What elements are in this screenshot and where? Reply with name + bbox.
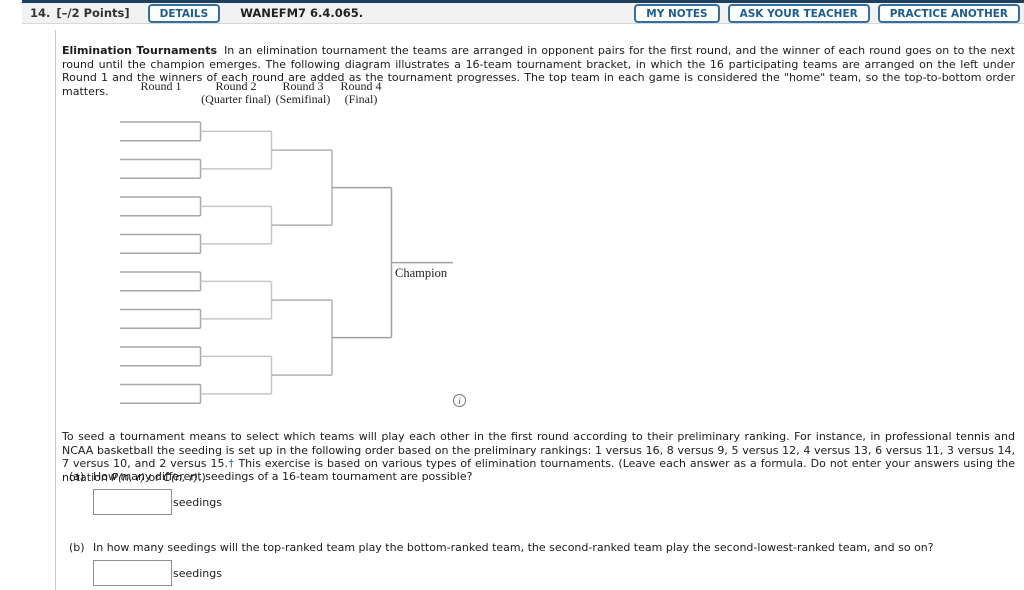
question-b-unit: seedings (173, 567, 222, 580)
info-icon[interactable]: i (453, 394, 466, 407)
question-a-label: (a) (69, 470, 85, 483)
question-a-text: How many different seedings of a 16-team… (93, 470, 473, 483)
notation-c: C(n, r) (163, 470, 199, 484)
champion-label: Champion (395, 266, 448, 280)
question-a-answer-input[interactable] (93, 489, 172, 515)
round-2-label: Round 2 (Quarter final) (201, 79, 271, 106)
points-label: [–/2 Points] (56, 6, 130, 20)
ask-your-teacher-button[interactable]: ASK YOUR TEACHER (727, 3, 870, 23)
assignment-code: WANEFM7 6.4.065. (240, 6, 364, 20)
my-notes-button[interactable]: MY NOTES (634, 3, 720, 23)
problem-title: Elimination Tournaments (62, 44, 218, 57)
question-number: 14. (30, 6, 51, 20)
tournament-bracket-diagram (120, 121, 453, 404)
question-b-answer-input[interactable] (93, 560, 172, 586)
seeding-paragraph: To seed a tournament means to select whi… (62, 430, 1016, 484)
question-b-label: (b) (69, 541, 85, 554)
question-a-unit: seedings (173, 496, 222, 509)
round-4-label: Round 4 (Final) (340, 79, 382, 106)
round-1-label: Round 1 (140, 79, 182, 93)
practice-another-button[interactable]: PRACTICE ANOTHER (877, 3, 1020, 23)
details-button[interactable]: DETAILS (147, 3, 221, 23)
info-icon-glyph: i (458, 395, 461, 406)
question-b-text: In how many seedings will the top-ranked… (93, 541, 934, 554)
notation-p: P(n, r) (111, 470, 146, 484)
question-left-rule (55, 30, 56, 590)
problem-intro-text: In an elimination tournament the teams a… (62, 44, 1015, 98)
round-3-label: Round 3 (Semifinal) (275, 79, 331, 106)
footnote-dagger-link[interactable]: † (228, 457, 235, 470)
question-header-bar: 14. [–/2 Points] DETAILS WANEFM7 6.4.065… (22, 0, 1024, 24)
